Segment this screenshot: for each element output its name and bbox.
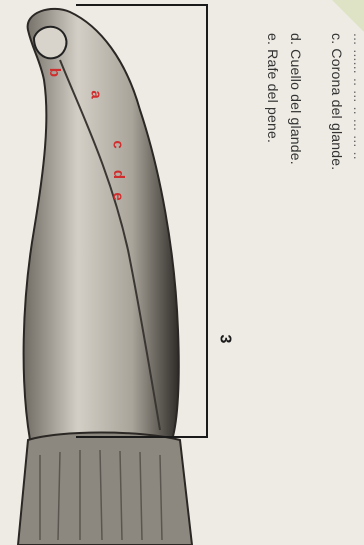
label-c: c [110, 140, 127, 148]
legend-line-c: c. Corona del glande. [329, 33, 345, 170]
bracket-box [76, 4, 208, 438]
glans-tip [34, 27, 66, 59]
legend-line-d: d. Cuello del glande. [288, 33, 304, 165]
label-b: b [46, 68, 63, 77]
label-a: a [88, 90, 105, 98]
legend: ... ...... .. ... .. ... ... .. c. Coron… [221, 33, 363, 503]
legend-line-partial: ... ...... .. ... .. ... ... .. [351, 33, 364, 160]
label-e: e [110, 192, 127, 200]
legend-line-e: e. Rafe del pene. [265, 33, 281, 143]
base-fold [18, 433, 192, 545]
label-d: d [110, 170, 127, 179]
